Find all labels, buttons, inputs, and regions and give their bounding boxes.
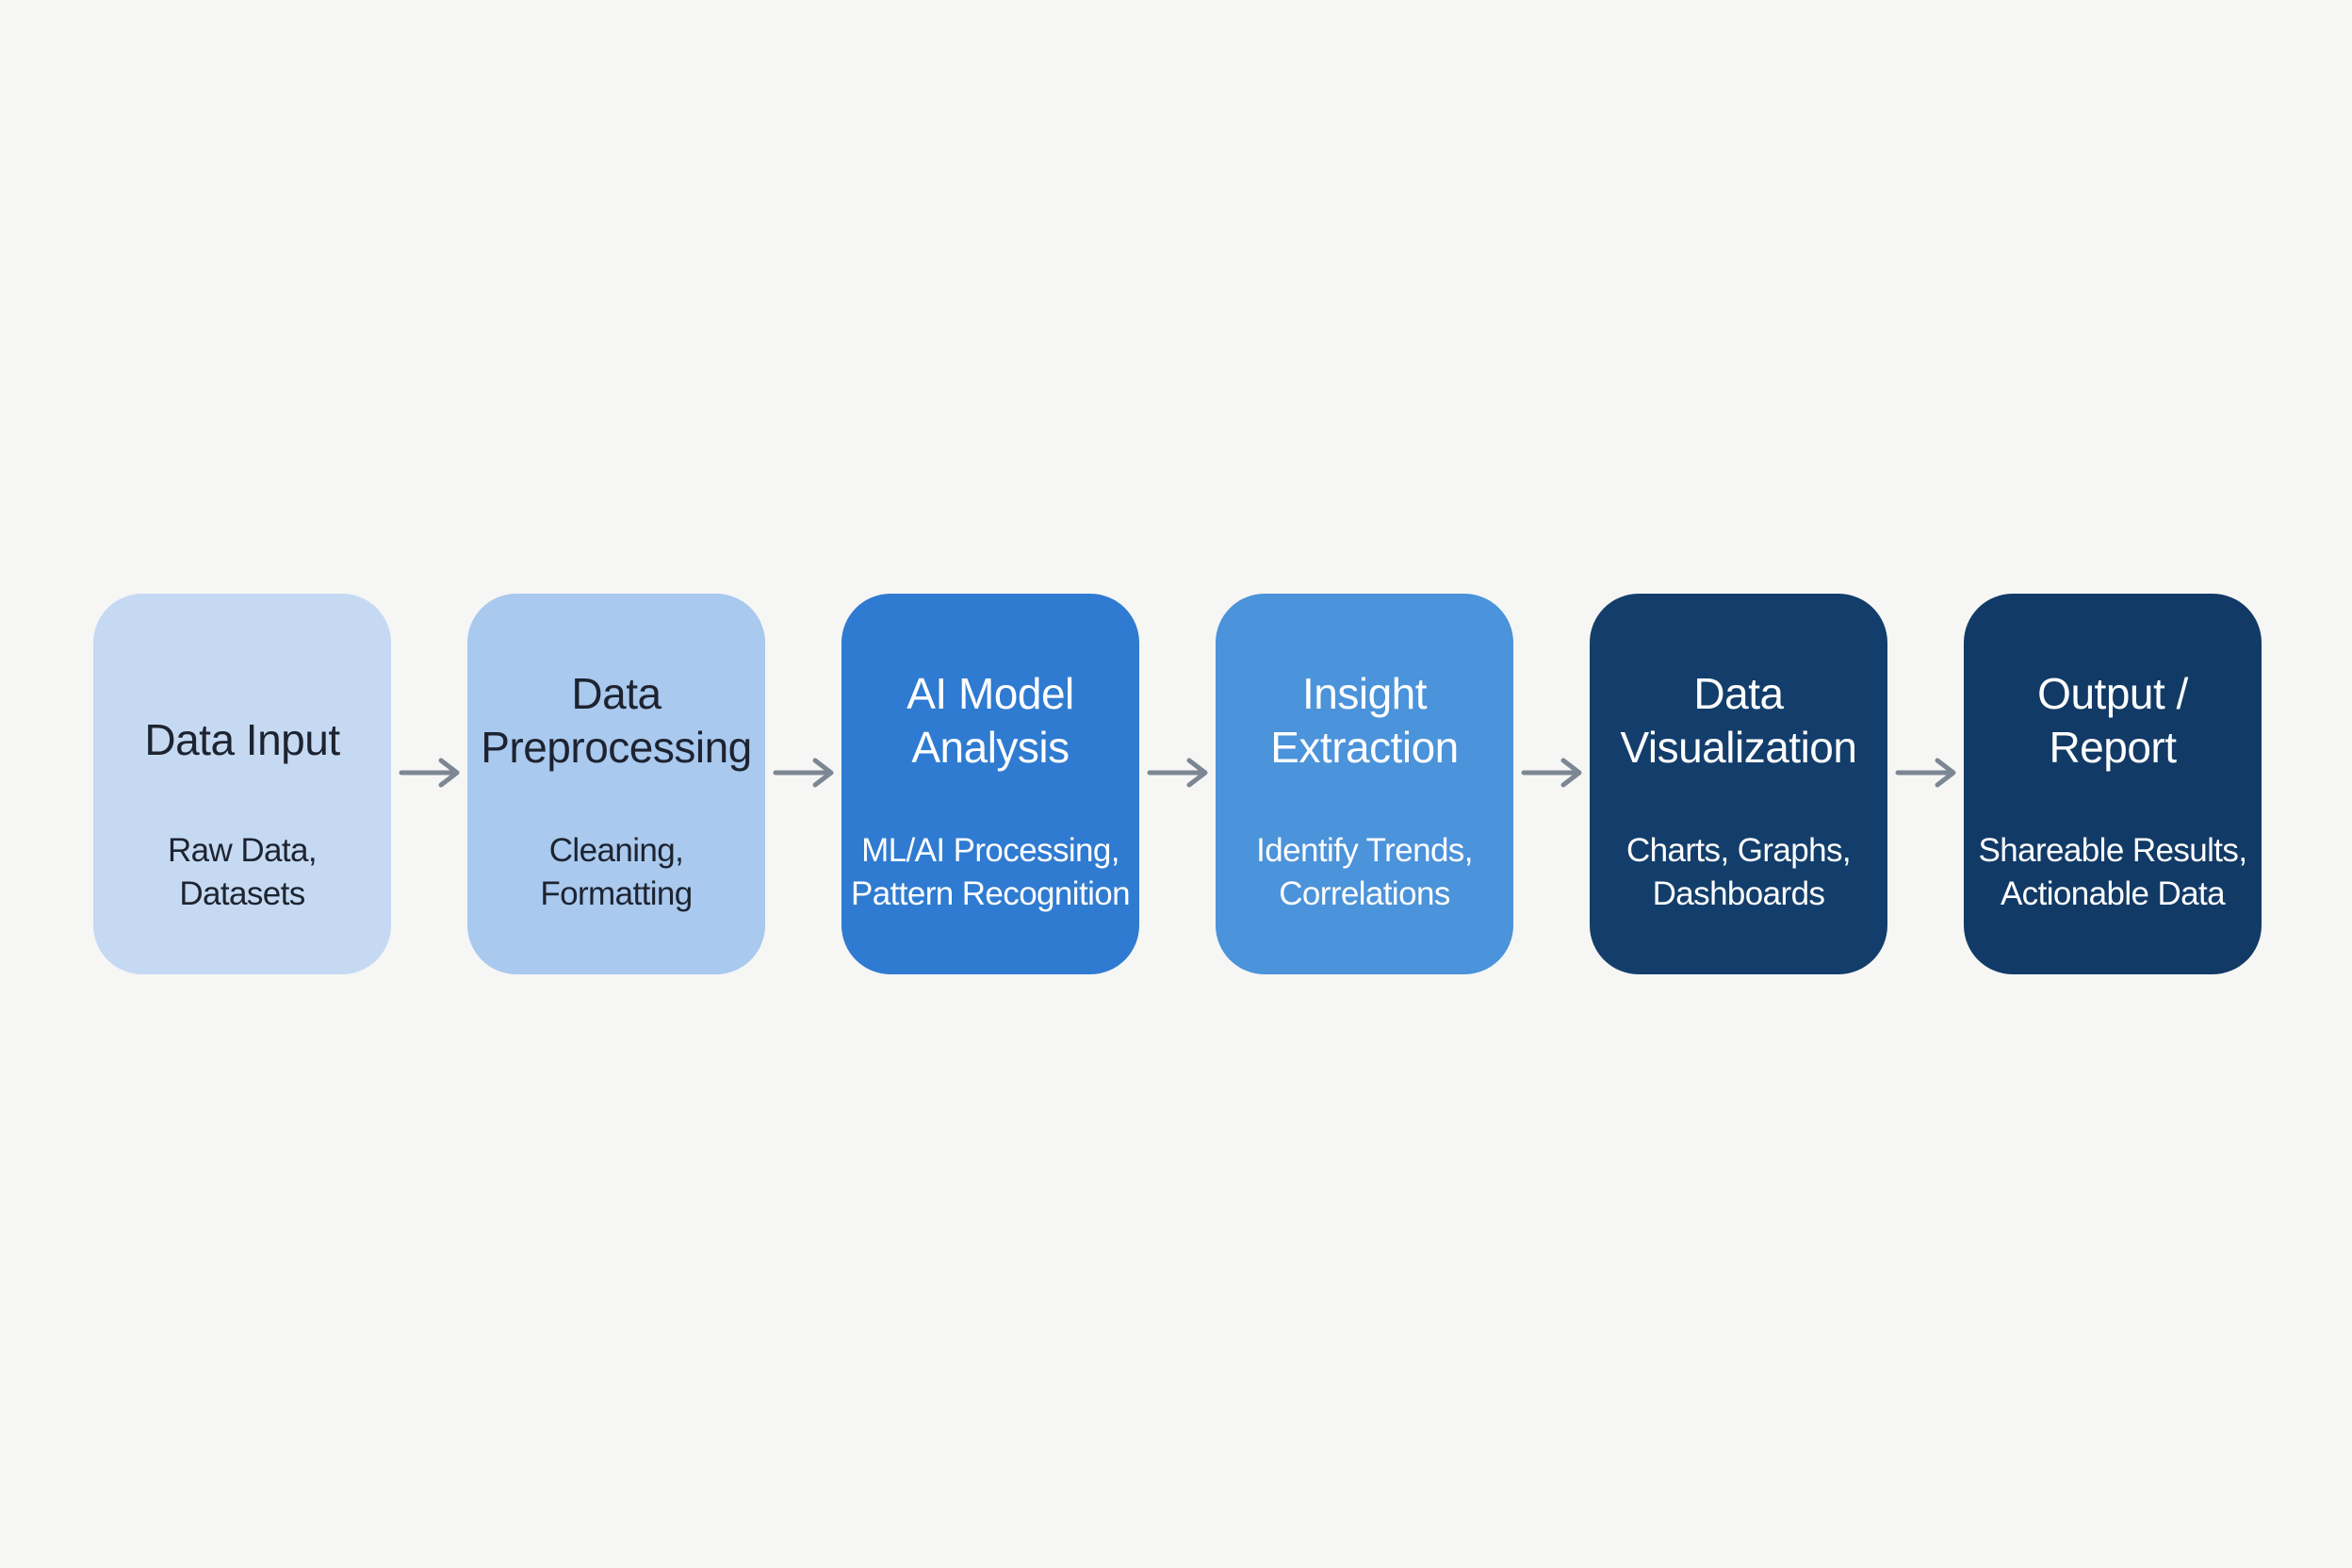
step-description-line: Actionable Data [2000,875,2226,912]
step-title-line: AI Model [906,669,1074,718]
step-description: ML/AI Processing, Pattern Recognition [841,829,1139,916]
step-description-line: Cleaning, [548,832,684,869]
step-description-line: Correlations [1279,875,1450,912]
step-description: Charts, Graphs, Dashboards [1590,829,1887,916]
step-title: Data Input [93,594,391,810]
step-title: Output / Report [1964,594,2262,810]
arrow-right-icon [1895,758,1955,788]
step-description-line: Charts, Graphs, [1625,832,1852,869]
step-title: Insight Extraction [1216,594,1513,810]
step-title-line: Data [1693,669,1784,718]
arrow-right-icon [1147,758,1207,788]
step-title-line: Insight [1301,669,1428,718]
step-description-line: Raw Data, [168,832,318,869]
step-data-visualization: Data Visualization Charts, Graphs, Dashb… [1590,594,1887,974]
step-title-line: Output / [2037,669,2188,718]
step-title-line: Data Input [144,714,340,764]
step-insight-extraction: Insight Extraction Identify Trends, Corr… [1216,594,1513,974]
arrow-right-icon [399,758,459,788]
step-data-preprocessing: Data Preprocessing Cleaning, Formatting [467,594,765,974]
step-description-line: Formatting [540,875,693,912]
step-ai-model-analysis: AI Model Analysis ML/AI Processing, Patt… [841,594,1139,974]
step-title: AI Model Analysis [841,594,1139,810]
step-title-line: Preprocessing [481,723,752,772]
step-title-line: Visualization [1620,723,1857,772]
step-description-line: ML/AI Processing, [861,832,1119,869]
step-title-line: Extraction [1270,723,1459,772]
step-title-line: Analysis [911,723,1070,772]
step-description-line: Pattern Recognition [850,875,1131,912]
arrow-right-icon [773,758,833,788]
step-description-line: Datasets [179,875,305,912]
step-data-input: Data Input Raw Data, Datasets [93,594,391,974]
step-description-line: Shareable Results, [1978,832,2248,869]
step-description: Shareable Results, Actionable Data [1964,829,2262,916]
step-description-line: Dashboards [1652,875,1825,912]
step-description: Cleaning, Formatting [467,829,765,916]
step-title-line: Data [571,669,662,718]
step-title: Data Preprocessing [467,594,765,810]
step-output-report: Output / Report Shareable Results, Actio… [1964,594,2262,974]
step-description: Raw Data, Datasets [93,829,391,916]
arrow-right-icon [1521,758,1581,788]
step-description-line: Identify Trends, [1256,832,1473,869]
step-title: Data Visualization [1590,594,1887,810]
step-description: Identify Trends, Correlations [1216,829,1513,916]
step-title-line: Report [2049,723,2177,772]
